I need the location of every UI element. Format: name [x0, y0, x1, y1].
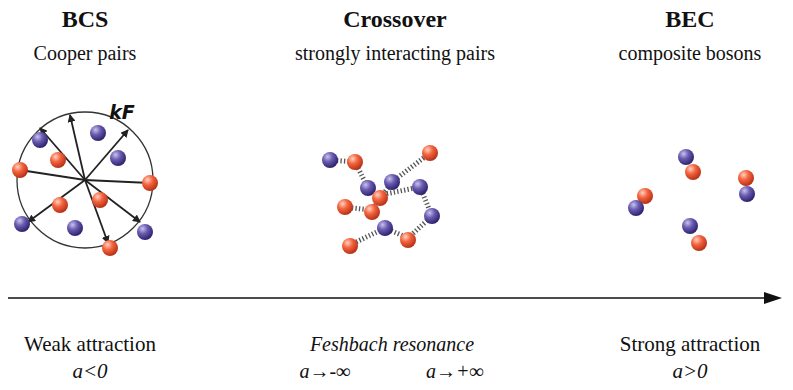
scattering-length: a→+∞ — [426, 360, 484, 382]
fermi-wavevector: kF — [109, 102, 135, 123]
bec-molecules — [628, 149, 755, 251]
subheading: strongly interacting pairs — [295, 42, 495, 64]
regime-label: Weak attraction — [24, 333, 156, 356]
heading: BEC — [665, 6, 714, 32]
fermi-sphere — [12, 112, 158, 256]
scattering-length: a>0 — [672, 360, 707, 383]
heading: Crossover — [343, 6, 447, 32]
crossover-cluster — [322, 145, 440, 254]
regime-label: Strong attraction — [620, 333, 761, 356]
scattering-length: a→-∞ — [300, 360, 351, 382]
scattering-length: a<0 — [72, 360, 107, 383]
regime-label: Feshbach resonance — [310, 333, 474, 355]
axis-arrow — [8, 292, 782, 304]
subheading: composite bosons — [619, 42, 762, 64]
subheading: Cooper pairs — [34, 42, 137, 64]
heading: BCS — [62, 6, 109, 32]
